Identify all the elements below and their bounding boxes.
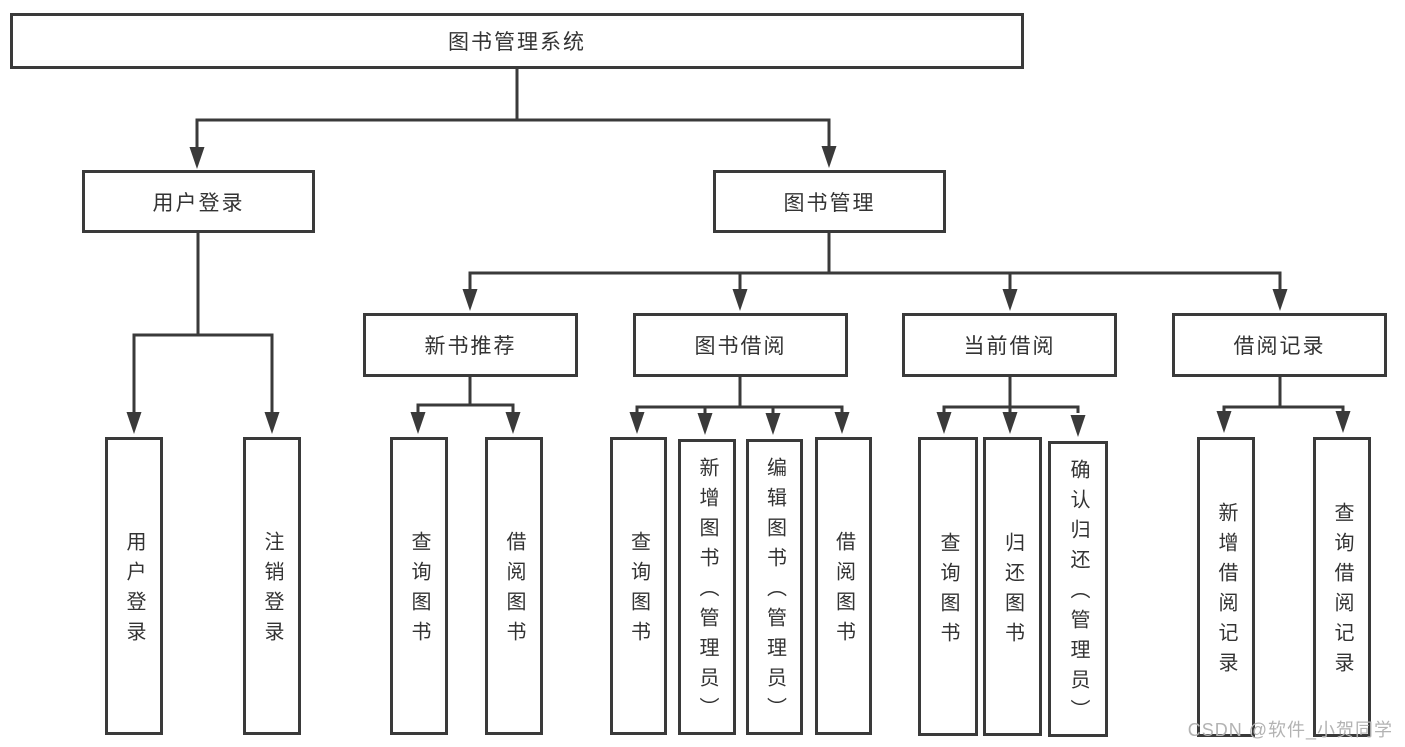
leaf-current-query-books-label: 查询图书: [937, 531, 959, 652]
leaf-current-return-books: 归还图书: [983, 437, 1042, 736]
leaf-records-query-record: 查询借阅记录: [1313, 437, 1371, 737]
node-user-login-label: 用户登录: [152, 191, 245, 215]
csdn-watermark: CSDN @软件_小贺同学: [1187, 720, 1393, 740]
node-new-book-recommend: 新书推荐: [363, 313, 578, 377]
node-root-label: 图书管理系统: [448, 31, 586, 54]
leaf-current-confirm-return-admin: 确认归还（管理员）: [1048, 441, 1108, 737]
leaf-user-login-label: 用户登录: [123, 531, 145, 651]
leaf-recommend-borrow-books: 借阅图书: [485, 437, 543, 735]
node-book-management: 图书管理: [713, 170, 946, 233]
leaf-borrow-add-books-admin: 新增图书（管理员）: [678, 439, 736, 735]
leaf-current-confirm-return-admin-label: 确认归还（管理员）: [1067, 459, 1089, 729]
leaf-logout-label: 注销登录: [261, 531, 283, 651]
leaf-recommend-borrow-books-label: 借阅图书: [503, 531, 525, 651]
node-borrow-records-label: 借阅记录: [1233, 335, 1326, 358]
node-root: 图书管理系统: [10, 13, 1024, 69]
node-book-borrow: 图书借阅: [633, 313, 848, 377]
leaf-user-login: 用户登录: [105, 437, 163, 735]
leaf-borrow-edit-books-admin: 编辑图书（管理员）: [746, 439, 803, 735]
leaf-records-add-record: 新增借阅记录: [1197, 437, 1255, 737]
node-current-borrow: 当前借阅: [902, 313, 1117, 377]
leaf-recommend-query-books: 查询图书: [390, 437, 448, 735]
leaf-recommend-query-books-label: 查询图书: [408, 531, 430, 651]
leaf-borrow-borrow-books-label: 借阅图书: [832, 531, 855, 651]
leaf-borrow-edit-books-admin-label: 编辑图书（管理员）: [763, 457, 786, 727]
node-borrow-records: 借阅记录: [1172, 313, 1387, 377]
leaf-current-query-books: 查询图书: [918, 437, 978, 736]
node-book-management-label: 图书管理: [783, 191, 876, 215]
node-user-login: 用户登录: [82, 170, 315, 233]
node-book-borrow-label: 图书借阅: [694, 335, 787, 358]
leaf-borrow-borrow-books: 借阅图书: [815, 437, 872, 735]
leaf-borrow-query-books: 查询图书: [610, 437, 667, 735]
node-current-borrow-label: 当前借阅: [963, 335, 1056, 358]
leaf-records-query-record-label: 查询借阅记录: [1331, 502, 1353, 682]
node-new-book-recommend-label: 新书推荐: [424, 335, 517, 358]
leaf-borrow-query-books-label: 查询图书: [627, 531, 650, 651]
leaf-logout: 注销登录: [243, 437, 301, 735]
leaf-records-add-record-label: 新增借阅记录: [1215, 502, 1237, 682]
leaf-current-return-books-label: 归还图书: [1001, 531, 1024, 652]
leaf-borrow-add-books-admin-label: 新增图书（管理员）: [696, 457, 718, 727]
